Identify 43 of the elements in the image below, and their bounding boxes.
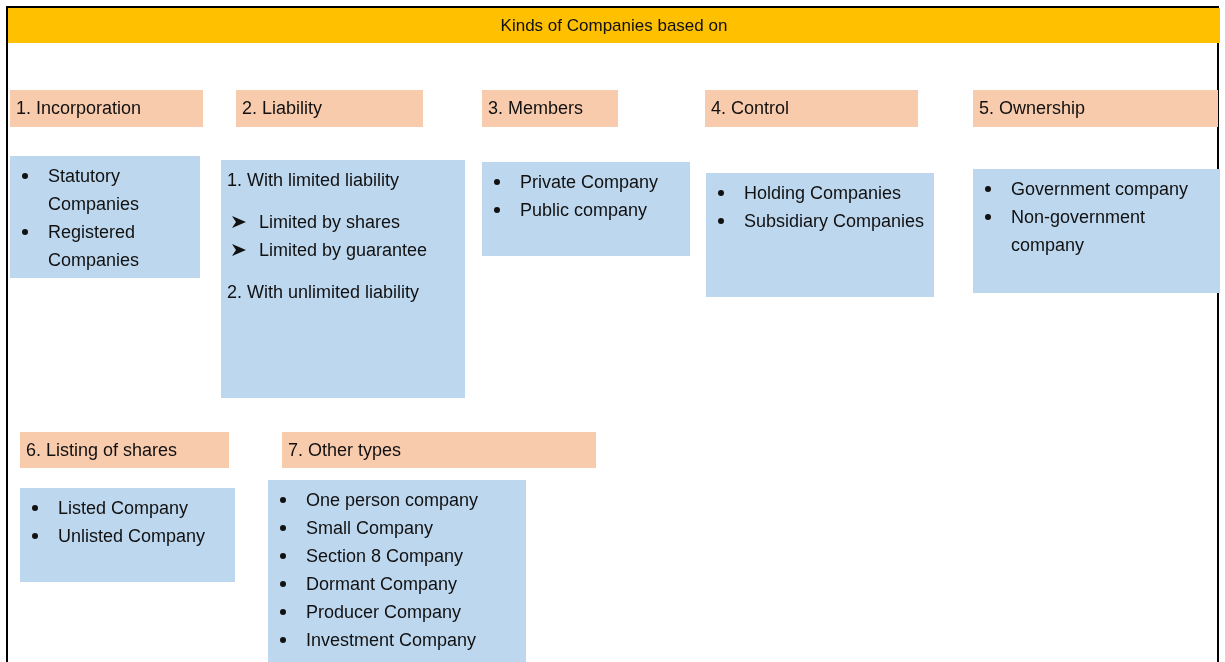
title-bar (8, 8, 1220, 43)
list-box (221, 160, 465, 398)
list-item: Listed Company (58, 497, 190, 520)
list-item: Public company (520, 199, 649, 222)
header-text: 1. Incorporation (16, 98, 143, 119)
list-box (10, 156, 200, 278)
list-item: Subsidiary Companies (744, 210, 926, 233)
list-item: 1. With limited liability (227, 169, 401, 192)
category-header (20, 432, 229, 468)
list-item: 2. With unlimited liability (227, 281, 421, 304)
list-item: Holding Companies (744, 182, 903, 205)
category-header (705, 90, 918, 127)
list-item: Dormant Company (306, 573, 459, 596)
list-item: Non-government company (1011, 206, 1147, 257)
list-box (482, 162, 690, 256)
list-item: Limited by guarantee (259, 239, 429, 262)
header-text: 7. Other types (288, 439, 403, 461)
list-item: Private Company (520, 171, 660, 194)
list-item: Small Company (306, 517, 435, 540)
category-header (236, 90, 423, 127)
header-text: 3. Members (488, 98, 585, 119)
title-text: Kinds of Companies based on (500, 15, 728, 36)
list-item: Government company (1011, 178, 1190, 201)
category-header (10, 90, 203, 127)
category-header (973, 90, 1218, 127)
list-item: Registered Companies (48, 221, 141, 272)
list-item: Limited by shares (259, 211, 402, 234)
header-text: 5. Ownership (979, 98, 1087, 119)
header-text: 6. Listing of shares (26, 439, 179, 461)
list-box (973, 169, 1220, 293)
list-item: One person company (306, 489, 480, 512)
header-text: 4. Control (711, 98, 791, 119)
header-text: 2. Liability (242, 98, 324, 119)
list-item: Investment Company (306, 629, 478, 652)
list-box (268, 480, 526, 662)
list-box (20, 488, 235, 582)
list-item: Statutory Companies (48, 165, 141, 216)
list-item: Producer Company (306, 601, 463, 624)
list-item: Unlisted Company (58, 525, 207, 548)
list-box (706, 173, 934, 297)
category-header (282, 432, 596, 468)
category-header (482, 90, 618, 127)
list-item: Section 8 Company (306, 545, 465, 568)
